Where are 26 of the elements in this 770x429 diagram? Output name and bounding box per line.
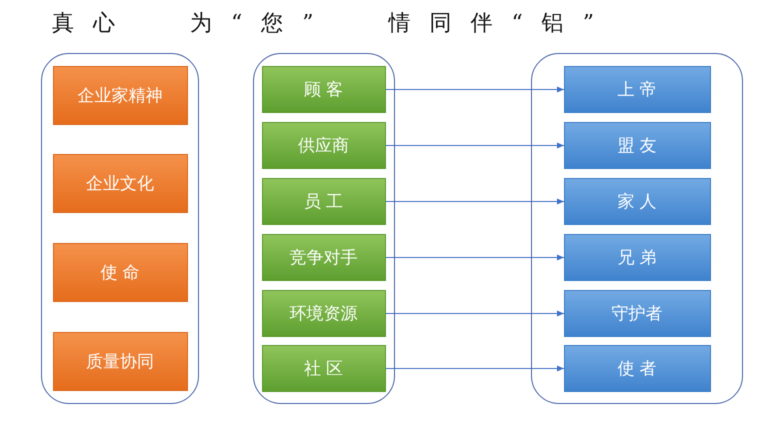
arrow [386, 86, 564, 92]
label-box: 企业文化 [52, 154, 188, 212]
label-box: 供应商 [262, 122, 386, 168]
title: 真心 为“您” 情同伴“铝” [52, 10, 613, 38]
group-frame [531, 53, 743, 404]
label-box: 兄 弟 [564, 234, 710, 280]
label-box: 使 命 [52, 242, 188, 302]
arrow [386, 198, 564, 204]
label-box: 使 者 [564, 344, 710, 392]
label-box: 守护者 [564, 290, 710, 336]
arrow [386, 366, 564, 372]
label-box: 社 区 [262, 344, 386, 392]
arrow [386, 310, 564, 316]
arrow [386, 142, 564, 148]
label-box: 竞争对手 [262, 234, 386, 280]
label-box: 员 工 [262, 178, 386, 224]
label-box: 盟 友 [564, 122, 710, 168]
label-box: 环境资源 [262, 290, 386, 336]
group-frame [253, 53, 395, 404]
group-frame [41, 53, 199, 404]
label-box: 质量协同 [52, 332, 188, 390]
label-box: 家 人 [564, 178, 710, 224]
label-box: 企业家精神 [52, 66, 188, 124]
arrow [386, 254, 564, 260]
label-box: 顾 客 [262, 66, 386, 112]
label-box: 上 帝 [564, 66, 710, 112]
